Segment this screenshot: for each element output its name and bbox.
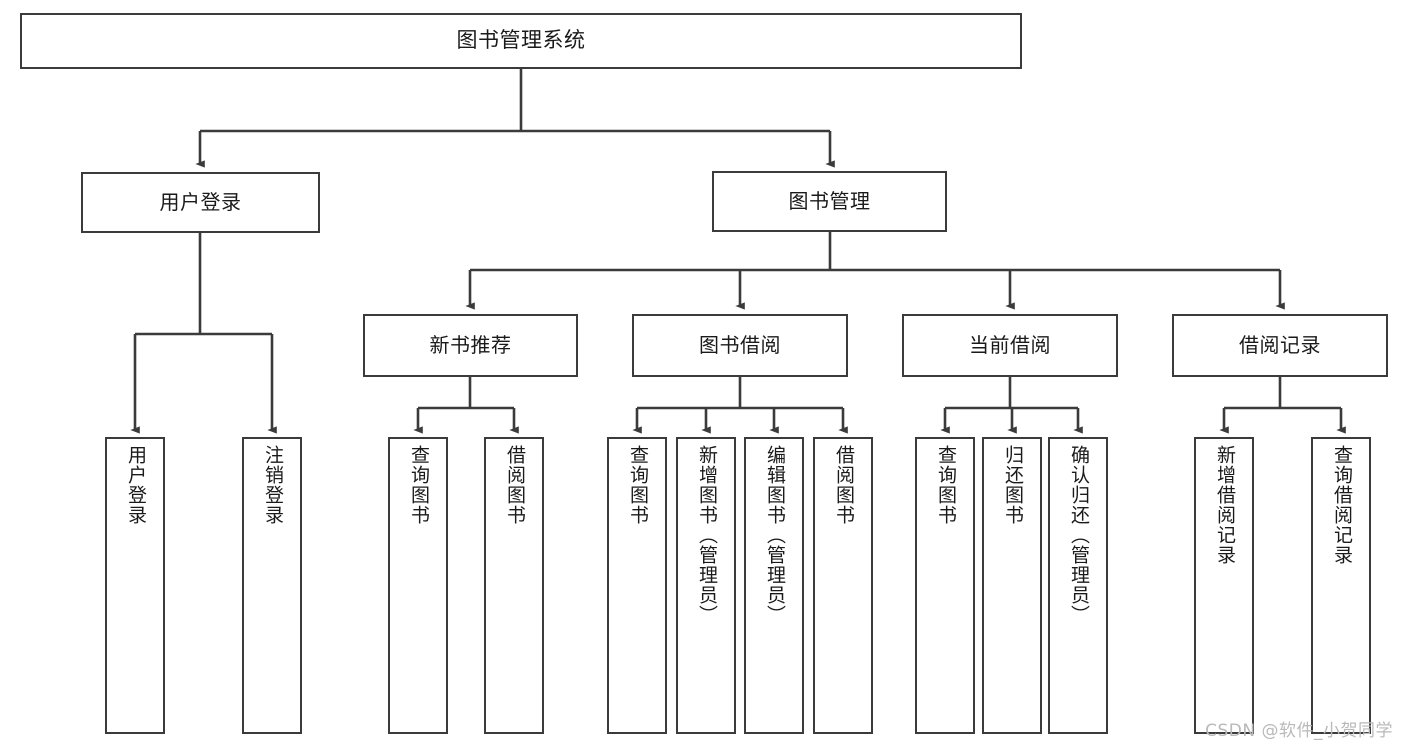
node-user-login-label: 用户登录 [159, 190, 242, 215]
leaf-add-book-label: 新增图书（管理员） [695, 445, 718, 625]
node-new-book-recommend[interactable]: 新书推荐 [363, 314, 578, 377]
leaf-query-book-borrow-label: 查询图书 [626, 445, 649, 525]
leaf-add-borrow-record[interactable]: 新增借阅记录 [1194, 437, 1254, 734]
node-book-borrow-label: 图书借阅 [699, 333, 781, 358]
leaf-query-borrow-record-label: 查询借阅记录 [1330, 445, 1353, 565]
leaf-query-book-recommend[interactable]: 查询图书 [388, 437, 448, 734]
leaf-query-book-recommend-label: 查询图书 [407, 445, 430, 525]
leaf-query-book-borrow[interactable]: 查询图书 [607, 437, 667, 734]
leaf-edit-book-label: 编辑图书（管理员） [763, 445, 786, 625]
leaf-confirm-return-label: 确认归还（管理员） [1067, 445, 1090, 625]
leaf-query-book-current[interactable]: 查询图书 [915, 437, 975, 734]
node-book-manage[interactable]: 图书管理 [712, 171, 947, 232]
node-book-manage-label: 图书管理 [788, 189, 871, 214]
leaf-borrow-book[interactable]: 借阅图书 [813, 437, 873, 734]
node-current-borrow[interactable]: 当前借阅 [902, 314, 1118, 377]
leaf-confirm-return[interactable]: 确认归还（管理员） [1048, 437, 1108, 734]
leaf-return-book[interactable]: 归还图书 [982, 437, 1042, 734]
node-borrow-record[interactable]: 借阅记录 [1172, 314, 1388, 377]
leaf-user-login-label: 用户登录 [124, 445, 147, 525]
node-book-borrow[interactable]: 图书借阅 [632, 314, 848, 377]
leaf-add-borrow-record-label: 新增借阅记录 [1213, 445, 1236, 565]
leaf-user-login[interactable]: 用户登录 [105, 437, 165, 734]
node-root-label: 图书管理系统 [456, 28, 586, 53]
leaf-borrow-book-recommend-label: 借阅图书 [503, 445, 526, 525]
node-current-borrow-label: 当前借阅 [969, 333, 1051, 358]
leaf-query-borrow-record[interactable]: 查询借阅记录 [1311, 437, 1371, 734]
node-new-book-recommend-label: 新书推荐 [429, 333, 512, 358]
leaf-edit-book[interactable]: 编辑图书（管理员） [744, 437, 804, 734]
leaf-borrow-book-recommend[interactable]: 借阅图书 [484, 437, 544, 734]
node-root[interactable]: 图书管理系统 [20, 13, 1022, 69]
leaf-logout-login[interactable]: 注销登录 [242, 437, 302, 734]
leaf-add-book[interactable]: 新增图书（管理员） [676, 437, 736, 734]
leaf-return-book-label: 归还图书 [1001, 445, 1024, 525]
leaf-query-book-current-label: 查询图书 [934, 445, 957, 525]
leaf-borrow-book-label: 借阅图书 [832, 445, 855, 525]
node-user-login[interactable]: 用户登录 [81, 172, 320, 233]
node-borrow-record-label: 借阅记录 [1239, 333, 1321, 358]
leaf-logout-login-label: 注销登录 [261, 445, 284, 525]
